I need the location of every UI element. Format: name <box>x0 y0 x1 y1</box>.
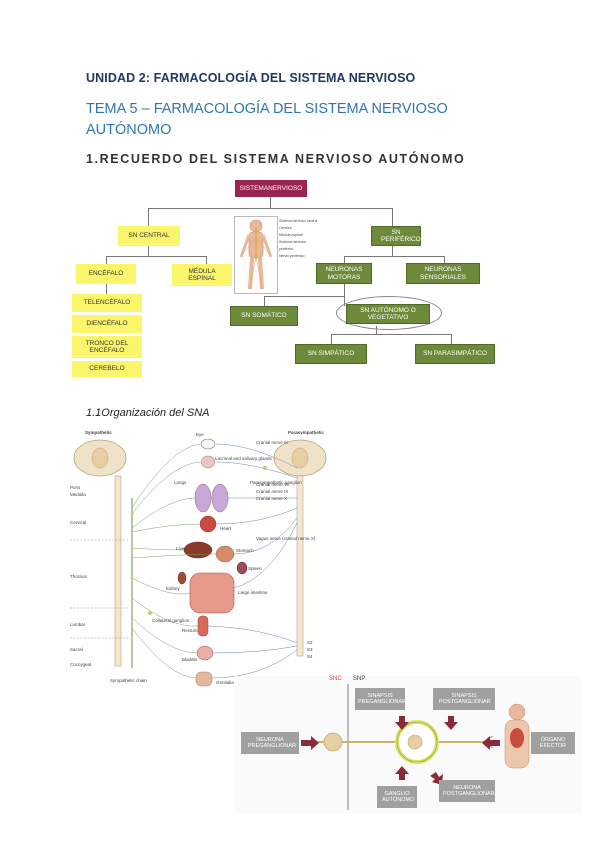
nervous-system-diagram: SISTEMANERVIOSO SN CENTRAL SN PERIFÉRICO… <box>72 174 496 379</box>
somatico-box: SN SOMÁTICO <box>230 306 298 326</box>
pre-neuron-box: NEURONA PREGANGLIONAR <box>241 732 299 754</box>
chain-label: Sympathetic chain <box>110 678 147 683</box>
body-figure <box>234 216 278 294</box>
body-label: Médula espinal <box>279 233 303 237</box>
organ-effector-label: ÓRGANO EFECTOR <box>539 736 567 750</box>
simpatico-box: SN SIMPÁTICO <box>295 344 367 364</box>
organ-label: Collateral ganglion <box>152 618 190 623</box>
organ-label: Lacrimal and salivary glands <box>215 456 272 461</box>
segment-label: Coccygeal <box>70 662 92 667</box>
cranial-label: Cranial nerve VII <box>256 482 290 487</box>
organ-label: Eye <box>196 432 204 437</box>
tronco-label: TRONCO DEL ENCÉFALO <box>85 339 129 355</box>
simpatico-label: SN SIMPÁTICO <box>307 350 355 358</box>
sacral-label: S4 <box>307 654 313 659</box>
sacral-label: S2 <box>307 640 313 645</box>
organ-label: Bladder <box>182 657 198 662</box>
body-label: Sistema nervioso periférico <box>279 240 306 251</box>
organ-label: Stomach <box>236 548 254 553</box>
segment-label: Cervical <box>70 520 87 525</box>
pre-neuron-label: NEURONA PREGANGLIONAR <box>248 736 296 750</box>
post-neuron-box: NEURONA POSTGANGLIONAR <box>439 780 495 802</box>
body-label: Sistema nervioso central <box>279 219 318 223</box>
sensoriales-box: NEURONAS SENSORIALES <box>406 263 480 284</box>
organ-label: Large intestine <box>238 590 268 595</box>
parasympathetic-label: Parasympathetic <box>288 430 325 435</box>
tronco-box: TRONCO DEL ENCÉFALO <box>72 336 142 358</box>
organ-label: Liver <box>176 546 186 551</box>
autonomo-label: SN AUTÓNOMO O VEGETATIVO <box>360 306 416 322</box>
body-label: Cerebro <box>279 226 292 230</box>
motoras-box: NEURONAS MOTORAS <box>316 263 372 284</box>
pre-synapse-label: SINAPSIS PREGANGLIONAR <box>358 692 406 706</box>
ganglion-label: GANGLIO AUTÓNOMO <box>382 790 415 804</box>
section-1-heading: 1.RECUERDO DEL SISTEMA NERVIOSO AUTÓNOMO <box>86 152 466 166</box>
segment-label: Medulla <box>70 492 86 497</box>
sacral-label: S3 <box>307 647 313 652</box>
cranial-label: Cranial nerve X <box>256 496 288 501</box>
synapse-diagram: SNC SNP NEURONA PREGANGLIONAR SINAPSIS P… <box>235 676 581 814</box>
sensoriales-label: NEURONAS SENSORIALES <box>420 266 466 281</box>
root-label: SISTEMANERVIOSO <box>239 184 303 192</box>
autonomic-anatomy-diagram: Sympathetic Parasympathetic Pons Medulla… <box>70 428 333 690</box>
post-neuron-label: NEURONA POSTGANGLIONAR <box>443 784 495 798</box>
cranial-label: Cranial nerve III <box>256 440 288 445</box>
snp-label: SNP <box>353 676 366 682</box>
encefalo-label: ENCÉFALO <box>88 270 124 278</box>
peripheral-label: SN PERIFÉRICO <box>381 228 421 244</box>
organ-label: Lungs <box>174 480 187 485</box>
root-box: SISTEMANERVIOSO <box>235 180 307 197</box>
organ-label: Spleen <box>248 566 263 571</box>
peripheral-box: SN PERIFÉRICO <box>371 226 421 246</box>
somatico-label: SN SOMÁTICO <box>241 312 287 320</box>
parasimpatico-label: SN PARASIMPÁTICO <box>423 350 487 358</box>
central-box: SN CENTRAL <box>118 226 180 246</box>
segment-label: Pons <box>70 485 81 490</box>
body-label: Nervio periférico <box>279 254 305 258</box>
organ-label: Genitalia <box>216 680 234 685</box>
diencefalo-label: DIENCÉFALO <box>86 320 128 328</box>
body-labels: Sistema nervioso central Cerebro Médula … <box>279 218 319 260</box>
section-1-1-heading: 1.1Organización del SNA <box>86 407 210 419</box>
autonomo-highlight <box>336 296 442 330</box>
medula-box: MÉDULA ESPINAL <box>172 264 232 286</box>
pre-synapse-box: SINAPSIS PREGANGLIONAR <box>355 688 406 710</box>
segment-label: Thoracic <box>70 574 88 579</box>
segment-label: Lumbar <box>70 622 86 627</box>
cerebelo-box: CEREBELO <box>72 361 142 377</box>
tema-title: TEMA 5 – FARMACOLOGÍA DEL SISTEMA NERVIO… <box>86 101 448 138</box>
unit-title: UNIDAD 2: FARMACOLOGÍA DEL SISTEMA NERVI… <box>86 71 416 85</box>
post-synapse-label: SINAPSIS POSTGANGLIONAR <box>439 692 491 706</box>
cerebelo-label: CEREBELO <box>89 365 125 373</box>
telencefalo-label: TELENCÉFALO <box>83 299 131 307</box>
segment-label: Sacral <box>70 647 83 652</box>
organ-label: Kidney <box>166 586 180 591</box>
cranial-label: Cranial nerve IX <box>256 489 289 494</box>
organ-box: ÓRGANO EFECTOR <box>531 732 575 754</box>
organ-label: Vagus nerve (cranial nerve X) <box>256 536 316 541</box>
organ-label: Parasympathetic ganglion <box>250 480 302 485</box>
telencefalo-box: TELENCÉFALO <box>72 294 142 312</box>
snc-label: SNC <box>329 676 342 682</box>
encefalo-box: ENCÉFALO <box>76 264 136 284</box>
medula-label: MÉDULA ESPINAL <box>188 267 216 283</box>
organ-label: Heart <box>220 526 232 531</box>
parasimpatico-box: SN PARASIMPÁTICO <box>415 344 495 364</box>
motoras-label: NEURONAS MOTORAS <box>325 266 363 281</box>
autonomo-box: SN AUTÓNOMO O VEGETATIVO <box>346 304 430 324</box>
sympathetic-label: Sympathetic <box>85 430 112 435</box>
diencefalo-box: DIENCÉFALO <box>72 315 142 333</box>
organ-label: Rectum <box>182 628 198 633</box>
post-synapse-box: SINAPSIS POSTGANGLIONAR <box>433 688 495 710</box>
central-label: SN CENTRAL <box>128 232 170 240</box>
ganglion-box: GANGLIO AUTÓNOMO <box>377 786 417 808</box>
